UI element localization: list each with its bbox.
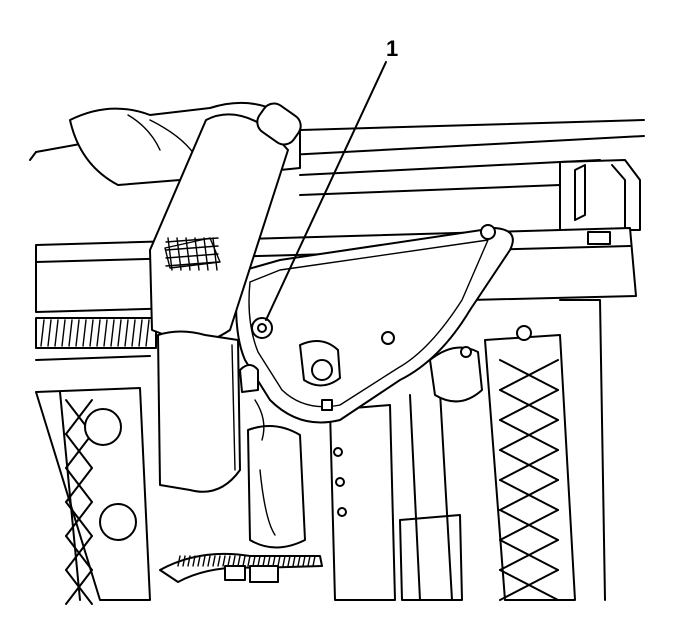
lower-mechanism	[239, 364, 306, 549]
thumb	[256, 102, 302, 146]
hinge-plate	[235, 224, 514, 424]
rail-slot	[587, 231, 611, 245]
hand-and-lever	[69, 101, 302, 493]
recliner-cam	[429, 325, 532, 403]
plate-rivet	[381, 331, 395, 345]
seat-frame-upper	[29, 119, 645, 231]
hole-upper	[84, 408, 122, 446]
callout-leader-line	[265, 61, 387, 321]
callout-label-1: 1	[386, 36, 398, 61]
hinge-screw	[251, 317, 273, 339]
threaded-rod	[35, 317, 157, 361]
callout-1: 1	[265, 36, 398, 321]
side-panel-left	[35, 387, 151, 605]
pivot-stud	[311, 359, 333, 381]
hole-lower	[99, 503, 137, 541]
plate-bolt	[480, 224, 496, 240]
wiring-harness	[159, 552, 323, 583]
side-post-right	[484, 299, 606, 601]
vertical-bracket	[329, 391, 463, 601]
